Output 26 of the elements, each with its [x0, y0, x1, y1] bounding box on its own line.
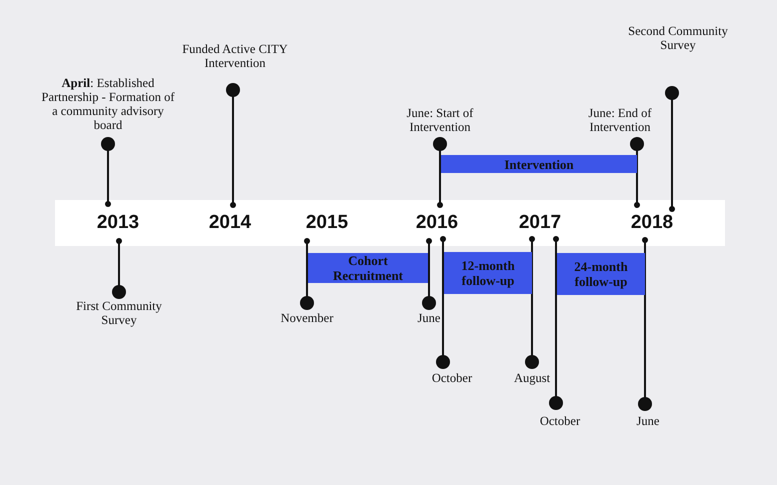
period-bar — [308, 253, 428, 283]
event-label: June: End of Intervention — [587, 106, 653, 134]
event-label: June — [636, 414, 660, 428]
year-label: 2016 — [416, 212, 458, 234]
year-label: 2013 — [96, 212, 140, 234]
event-label: October — [430, 371, 474, 385]
year-label: 2015 — [306, 212, 348, 234]
year-label: 2017 — [518, 212, 562, 234]
event-label: August — [512, 371, 552, 385]
period-bar — [441, 155, 637, 173]
event-label: June — [416, 311, 442, 325]
period-bar — [444, 252, 532, 294]
event-label: October — [538, 414, 582, 428]
period-label: Intervention — [504, 156, 574, 172]
event-label: November — [280, 311, 334, 325]
event-label: First Community Survey — [75, 299, 163, 327]
event-label: June: Start of Intervention — [406, 106, 474, 134]
period-bar — [557, 253, 645, 295]
period-label: Cohort Recruitment — [332, 253, 404, 283]
period-label: 12-month follow-up — [460, 258, 516, 288]
year-label: 2014 — [208, 212, 252, 234]
period-label: 24-month follow-up — [573, 259, 629, 289]
year-label: 2018 — [630, 212, 674, 234]
event-label: April: Established Partnership - Formation of a community advisory board — [40, 76, 176, 132]
event-label: Second Community Survey — [627, 24, 729, 52]
event-label: Funded Active CITY Intervention — [181, 42, 289, 70]
